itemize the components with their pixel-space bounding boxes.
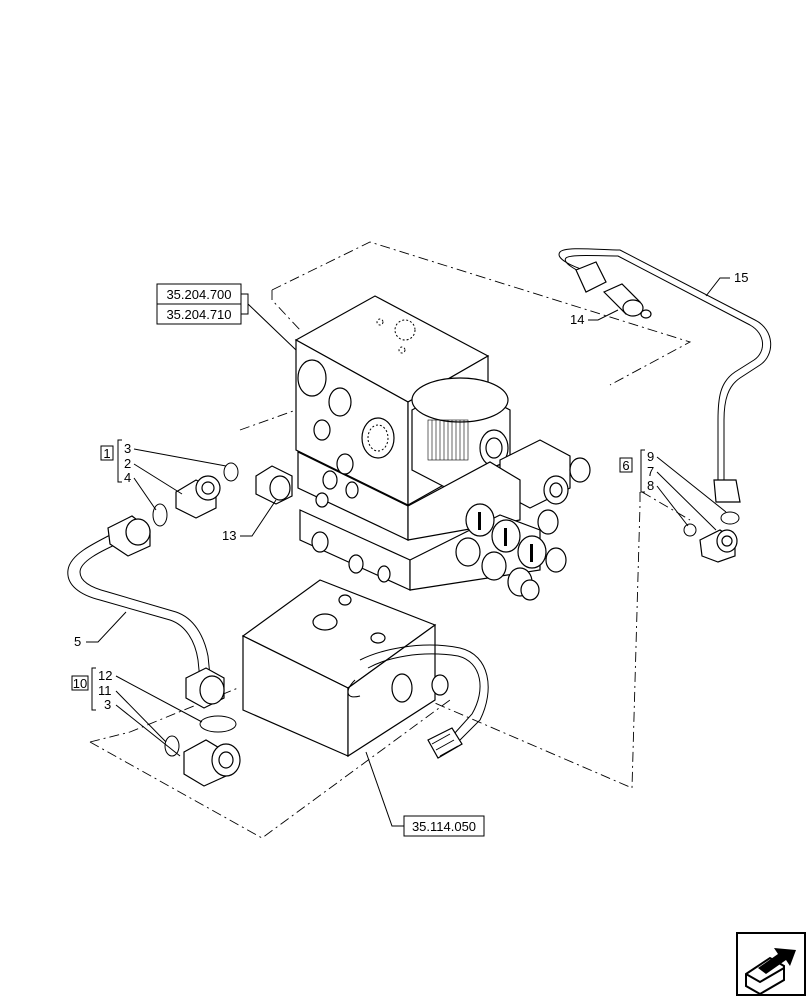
svg-text:15: 15: [734, 270, 748, 285]
fitting-14: [602, 283, 652, 319]
ref-35-114-050[interactable]: 35.114.050: [403, 815, 485, 837]
svg-text:2: 2: [124, 456, 131, 471]
svg-text:5: 5: [74, 634, 81, 649]
solenoid-coil-hatching: [427, 419, 469, 461]
tube-15: [558, 248, 772, 503]
svg-text:4: 4: [124, 470, 131, 485]
group-6-fitting: [683, 511, 740, 563]
group-1-fittings: [152, 462, 239, 527]
callout-5: 5: [74, 611, 127, 649]
bottom-manifold: [241, 579, 489, 759]
svg-text:8: 8: [647, 478, 654, 493]
svg-text:13: 13: [222, 528, 236, 543]
svg-text:3: 3: [104, 697, 111, 712]
tube-5: [67, 515, 225, 709]
ref-35-204-700[interactable]: 35.204.700: [156, 283, 242, 305]
svg-text:6: 6: [622, 458, 629, 473]
group-6-label: 6 9 7 8: [619, 449, 727, 531]
svg-text:11: 11: [98, 683, 112, 698]
svg-text:10: 10: [73, 676, 87, 691]
svg-text:35.204.710: 35.204.710: [166, 307, 231, 322]
group-10-fittings: [164, 715, 241, 787]
plug-13: [255, 465, 293, 505]
svg-text:9: 9: [647, 449, 654, 464]
cartridge-valves: [455, 503, 567, 601]
control-valve-block: [294, 295, 591, 601]
svg-text:35.114.050: 35.114.050: [412, 819, 476, 834]
svg-text:3: 3: [124, 441, 131, 456]
svg-text:12: 12: [98, 668, 112, 683]
callout-13: 13: [222, 499, 277, 543]
ref-35-204-710[interactable]: 35.204.710: [156, 303, 242, 325]
next-page-arrow-icon[interactable]: [736, 932, 806, 996]
callout-15: 15: [705, 270, 748, 297]
group-10-label: 10 12 11 3: [71, 667, 203, 757]
svg-text:1: 1: [103, 446, 110, 461]
group-1-label: 1 3 2 4: [100, 439, 227, 511]
svg-text:7: 7: [647, 464, 654, 479]
svg-text:14: 14: [570, 312, 584, 327]
callout-14: 14: [570, 309, 619, 327]
svg-text:35.204.700: 35.204.700: [166, 287, 231, 302]
